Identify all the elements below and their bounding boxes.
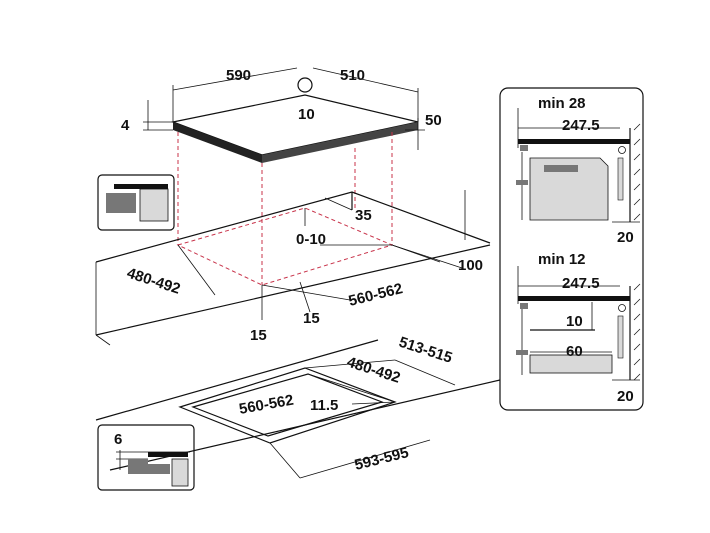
dim-tolerance: 0-10: [296, 231, 326, 248]
dim-rebate-depth: 513-515: [397, 334, 455, 367]
inset-top-mount: [97, 174, 175, 231]
dim-bottom-wall: 20: [617, 388, 634, 405]
dim-hob-width: 590: [226, 67, 251, 84]
dim-top-width: 247.5: [562, 117, 600, 134]
dim-top-min: min 28: [538, 95, 586, 112]
dim-glass: 4: [121, 117, 130, 134]
dim-wall: 100: [458, 257, 483, 274]
hole-icon: [297, 77, 313, 93]
dim-flush-cut-depth: 480-492: [345, 354, 403, 387]
inset-flush-mount: 6: [97, 424, 195, 491]
clearance-panel: min 28 247.5 20 min 12 247.5 10 60 20: [499, 87, 644, 411]
dim-rebate-width: 593-595: [353, 444, 411, 474]
dim-setback: 35: [355, 207, 372, 224]
dim-bottom-min: min 12: [538, 251, 586, 268]
wall-hatch: [633, 123, 641, 381]
dim-bottom-width: 247.5: [562, 275, 600, 292]
dim-bottom-gap: 10: [566, 313, 583, 330]
dim-margin-right: 15: [303, 310, 320, 327]
dim-bottom-depth: 60: [566, 343, 583, 360]
dim-cut-width: 560-562: [347, 280, 405, 310]
dim-flush-cut-width: 560-562: [238, 392, 295, 418]
dim-rebate-height: 6: [114, 431, 122, 448]
drawer-below-section: min 12 247.5 10 60 20: [516, 251, 640, 405]
dim-top-wall: 20: [617, 229, 634, 246]
dim-margin-left: 15: [250, 327, 267, 344]
dim-hob-depth: 510: [340, 67, 365, 84]
dim-cut-depth: 480-492: [125, 265, 183, 298]
oven-below-section: min 28 247.5 20: [516, 95, 640, 246]
dim-hole: 10: [298, 106, 315, 123]
hob-top-view: 590 510 10 4 50: [121, 67, 442, 163]
worktop-cutout: 35 0-10 100 480-492 560-562 15 15: [95, 190, 491, 346]
dim-hob-height: 50: [425, 112, 442, 129]
projection-guides: [177, 132, 393, 285]
dim-radius: 11.5: [310, 397, 338, 414]
